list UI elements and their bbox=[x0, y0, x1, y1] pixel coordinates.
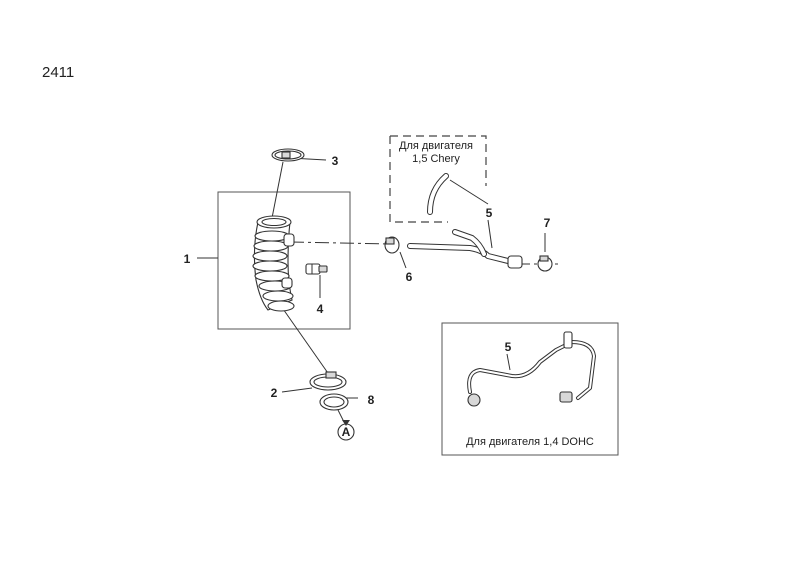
clamp-bottom bbox=[309, 371, 347, 391]
callout-5-inset: 5 bbox=[505, 340, 512, 354]
axis-hose-to-pipe bbox=[289, 241, 391, 245]
chery-note-line1: Для двигателя bbox=[399, 140, 473, 152]
leader-6 bbox=[399, 251, 407, 269]
callout-5-top: 5 bbox=[486, 206, 493, 220]
axis-clamp-top bbox=[271, 161, 284, 219]
leader-5-pipe bbox=[487, 219, 493, 249]
leader-lines bbox=[197, 157, 560, 423]
dohc-note: Для двигателя 1,4 DOHC bbox=[466, 436, 594, 448]
air-intake-hose bbox=[252, 215, 295, 312]
dohc-variant-frame bbox=[441, 322, 619, 456]
callout-6: 6 bbox=[406, 270, 413, 284]
chery-variant-frame bbox=[389, 135, 487, 223]
callout-7: 7 bbox=[544, 216, 551, 230]
chery-hose bbox=[427, 173, 449, 215]
axis-clamp-bottom bbox=[280, 305, 331, 377]
leader-2 bbox=[281, 387, 313, 393]
seal-ring bbox=[319, 393, 349, 411]
clamp-7 bbox=[537, 255, 553, 272]
pcv-valve bbox=[305, 263, 328, 275]
callout-4: 4 bbox=[317, 302, 324, 316]
diagram-number: 2411 bbox=[42, 64, 74, 81]
leader-5-top bbox=[449, 179, 489, 205]
reference-a: A bbox=[337, 420, 355, 441]
clamp-6 bbox=[384, 236, 400, 254]
reference-a-label: A bbox=[342, 425, 351, 439]
callout-3: 3 bbox=[332, 154, 339, 168]
callout-2: 2 bbox=[271, 386, 278, 400]
clamp-top bbox=[271, 148, 305, 162]
callout-8: 8 bbox=[368, 393, 375, 407]
breather-pipe bbox=[407, 229, 523, 269]
dohc-pipe bbox=[467, 331, 596, 407]
callout-1: 1 bbox=[184, 252, 191, 266]
chery-note-line2: 1,5 Chery bbox=[412, 153, 460, 165]
assembly-frame bbox=[217, 191, 351, 330]
